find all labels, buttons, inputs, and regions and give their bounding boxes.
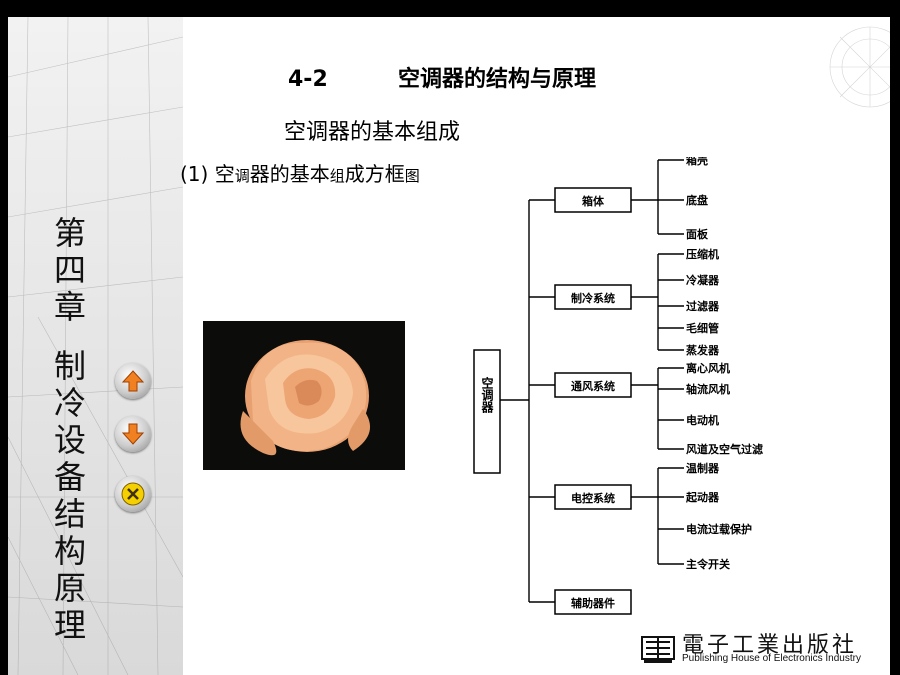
chapter-number: 第四章	[53, 214, 86, 326]
publisher-name-cn: 電子工業出版社	[682, 633, 858, 658]
root-box	[473, 349, 501, 474]
group-label: 箱体	[582, 194, 605, 208]
up-arrow-icon	[121, 370, 145, 392]
page-title: 4-2 空调器的结构与原理	[288, 61, 596, 93]
chapter-label: 第四章 制冷设备结构原理	[50, 215, 90, 644]
previous-button[interactable]	[115, 363, 151, 399]
leaf-label: 起动器	[685, 490, 720, 504]
rose-image	[203, 321, 405, 470]
leaf-label: 毛细管	[686, 321, 719, 335]
structure-diagram: 空调器 箱体 制冷系统 通风系统 电控系统 辅助器件 箱壳 底盘 面板 压缩机 …	[473, 157, 763, 615]
left-decor-panel	[8, 17, 183, 675]
publisher-emblem-icon	[641, 636, 675, 663]
leaf-label: 风道及空气过滤	[686, 442, 763, 456]
leaf-label: 电流过载保护	[686, 522, 752, 536]
publisher-name-en: Publishing House of Electronics Industry	[682, 653, 861, 664]
leaf-label: 压缩机	[686, 247, 719, 261]
section-heading: (1) 空调器的基本组成方框图	[180, 162, 420, 186]
leaf-label: 冷凝器	[686, 273, 720, 287]
leaf-label: 蒸发器	[686, 343, 720, 357]
slide: 第四章 制冷设备结构原理 4-2 空调器的结构与原理 空调器的基本组成 (1) 空…	[8, 17, 890, 675]
root-label: 空调器	[480, 376, 494, 414]
leaf-label: 温制器	[686, 461, 720, 475]
exit-icon	[121, 482, 145, 506]
leaf-label: 主令开关	[686, 557, 730, 571]
subtitle: 空调器的基本组成	[284, 120, 461, 145]
publisher-logo: 電子工業出版社 Publishing House of Electronics …	[640, 629, 880, 669]
leaf-label: 底盘	[686, 193, 708, 207]
leaf-label: 面板	[686, 227, 709, 241]
group-label: 制冷系统	[571, 291, 615, 305]
title-text: 空调器的结构与原理	[398, 67, 597, 92]
title-number: 4-2	[288, 67, 328, 92]
leaf-label: 轴流风机	[686, 382, 730, 396]
chapter-title: 制冷设备结构原理	[53, 347, 86, 644]
leaf-label: 过滤器	[686, 299, 720, 313]
group-label: 通风系统	[571, 379, 615, 393]
leaf-label: 电动机	[686, 413, 719, 427]
next-button[interactable]	[115, 416, 151, 452]
leaf-label: 箱壳	[686, 157, 708, 167]
grid-decoration	[8, 17, 183, 675]
leaf-label: 离心风机	[686, 361, 730, 375]
exit-button[interactable]	[115, 476, 151, 512]
corner-decoration	[829, 26, 890, 108]
down-arrow-icon	[121, 423, 145, 445]
group-label: 电控系统	[571, 491, 615, 505]
group-label: 辅助器件	[571, 596, 615, 610]
